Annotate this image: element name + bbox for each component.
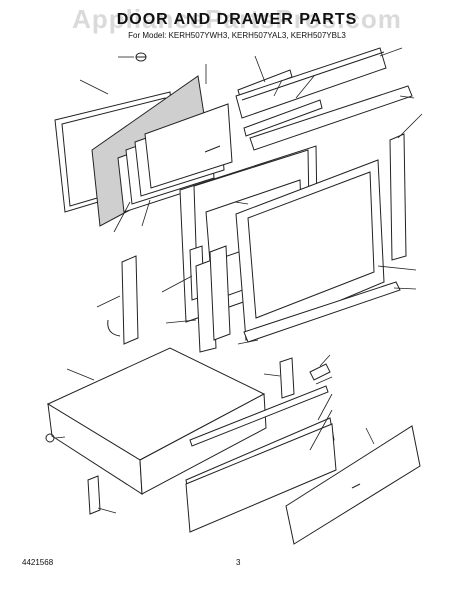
drawer-front-trim [189,385,329,447]
page-number: 3 [236,558,241,567]
leader-lines [54,47,423,514]
drawer-glass-panel [285,425,421,545]
door-top-trim [235,47,387,119]
screw-part [135,52,147,62]
drawer-slide-upper [279,357,295,399]
diagram-title: DOOR AND DRAWER PARTS [116,11,358,28]
side-trim-right [389,133,407,261]
door-handle [249,85,413,151]
drawer-stop [45,433,55,443]
drawer-roller [309,363,331,381]
model-subtitle: For Model: KERH507YWH3, KERH507YAL3, KER… [128,31,346,40]
watermark: AppliancePartsPros.com [72,4,402,34]
door-bottom-trim [243,281,401,343]
drawer-box [46,347,267,495]
hinge-assembly [107,255,139,345]
hinge-channel [195,245,231,353]
drawer-slide-lower [87,475,101,515]
document-number: 4421568 [22,558,54,567]
glass-pack [117,103,233,213]
vent-strip-lower [243,99,323,137]
drawer-panel [185,423,337,533]
outer-door-panel [235,159,385,341]
